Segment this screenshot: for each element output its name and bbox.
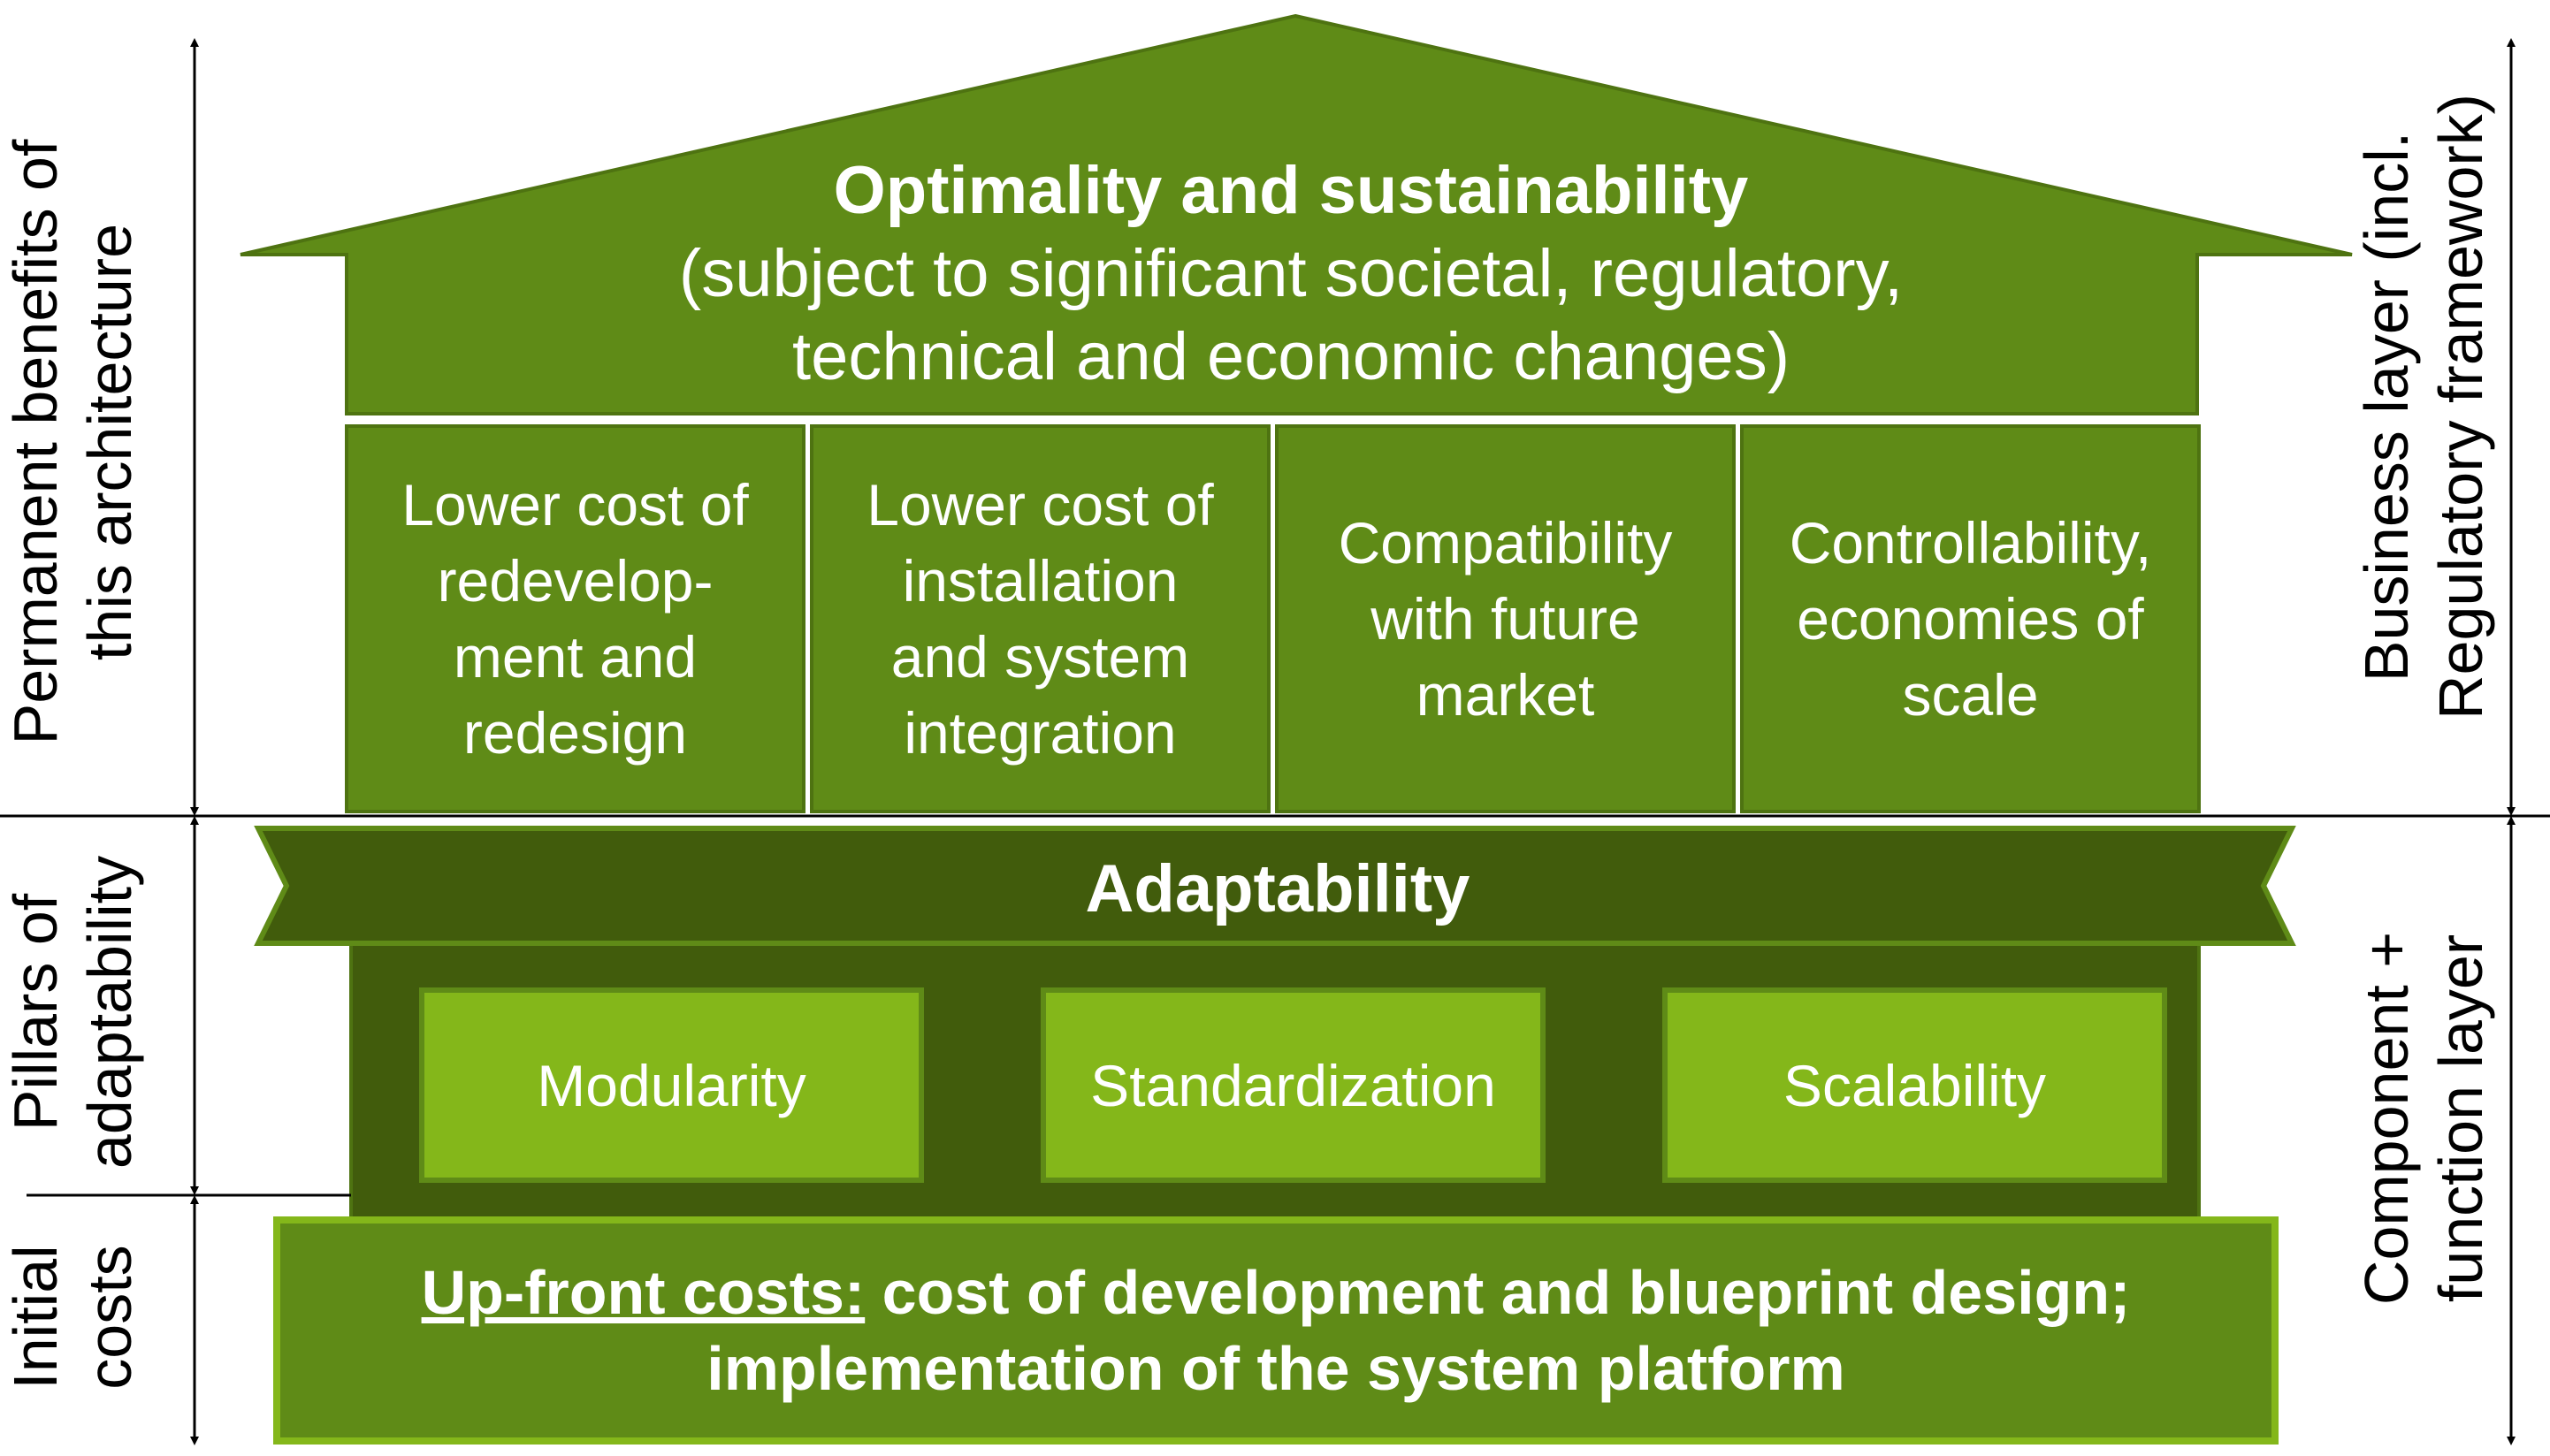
benefit-box-4 [1740, 424, 2201, 813]
benefit-4-line2: economies of [1797, 586, 2144, 652]
left-label-middle-line2: adaptability [75, 855, 144, 1170]
pillar-label-modularity: Modularity [537, 1052, 806, 1118]
benefit-1-line4: redesign [462, 700, 688, 766]
pillar-box-1 [419, 987, 924, 1183]
benefit-4-line1: Controllability, [1789, 510, 2152, 576]
pillar-box-2 [1041, 987, 1546, 1183]
left-label-top-line1: Permanent benefits of [1, 139, 70, 745]
left-label-top-line2: this architecture [75, 223, 144, 661]
left-label-bottom-line1: Initial [1, 1245, 70, 1390]
benefit-box-1 [345, 424, 805, 813]
benefit-1-line1: Lower cost of [401, 472, 749, 537]
roof-title-block: Optimality and sustainability (subject t… [354, 146, 2228, 402]
benefit-1-line2: redevelop- [437, 548, 714, 614]
benefit-2-line1: Lower cost of [867, 472, 1214, 537]
base-line1-rest: cost of development and blueprint design… [865, 1258, 2131, 1327]
right-label-top-line2: Regulatory framework) [2426, 94, 2495, 720]
left-label-middle: Pillars of adaptability [0, 856, 161, 1169]
roof-title: Optimality and sustainability [833, 153, 1749, 228]
benefit-1-line3: ment and [453, 624, 698, 690]
left-label-top: Permanent benefits of this architecture [0, 88, 161, 796]
benefit-text-4: Controllability, economies of scale [1742, 426, 2199, 812]
benefit-3-line1: Compatibility [1338, 510, 1673, 576]
adaptability-label: Adaptability [1085, 850, 1470, 926]
adaptability-banner [254, 826, 2296, 946]
base-underlined: Up-front costs: [421, 1258, 866, 1327]
left-label-bottom: Initial costs [0, 1211, 161, 1423]
roof-shape [240, 13, 2353, 415]
benefit-2-line3: and system [890, 624, 1190, 690]
pillar-label-standardization: Standardization [1090, 1052, 1496, 1118]
pillar-label-scalability: Scalability [1783, 1052, 2047, 1118]
left-label-bottom-line2: costs [75, 1245, 144, 1390]
pillar-box-3 [1662, 987, 2167, 1183]
benefit-4-line3: scale [1902, 662, 2039, 728]
right-label-bottom-line1: Component + [2352, 931, 2421, 1306]
benefit-3-line3: market [1416, 662, 1595, 728]
right-label-bottom-line2: function layer [2426, 934, 2495, 1303]
base-box [273, 1216, 2279, 1445]
base-line1: Up-front costs: cost of development and … [422, 1254, 2131, 1330]
left-label-middle-line1: Pillars of [1, 893, 70, 1132]
roof-subtitle-line1: (subject to significant societal, regula… [678, 236, 1904, 311]
benefit-text-1: Lower cost of redevelop- ment and redesi… [347, 426, 804, 812]
benefit-text-3: Compatibility with future market [1277, 426, 1734, 812]
benefit-box-3 [1275, 424, 1736, 813]
base-line2: implementation of the system platform [706, 1334, 1845, 1403]
benefit-2-line4: integration [904, 700, 1177, 766]
benefit-text-2: Lower cost of installation and system in… [812, 426, 1269, 812]
base-text-block: Up-front costs: cost of development and … [277, 1224, 2275, 1437]
benefit-box-2 [810, 424, 1271, 813]
benefit-2-line2: installation [902, 548, 1179, 614]
right-label-top-line1: Business layer (incl. [2352, 131, 2421, 682]
benefit-3-line2: with future [1370, 586, 1640, 652]
right-label-top: Business layer (incl. Regulatory framewo… [2335, 62, 2512, 751]
right-label-bottom: Component + function layer [2335, 932, 2512, 1305]
roof-subtitle-line2: technical and economic changes) [791, 319, 1790, 394]
